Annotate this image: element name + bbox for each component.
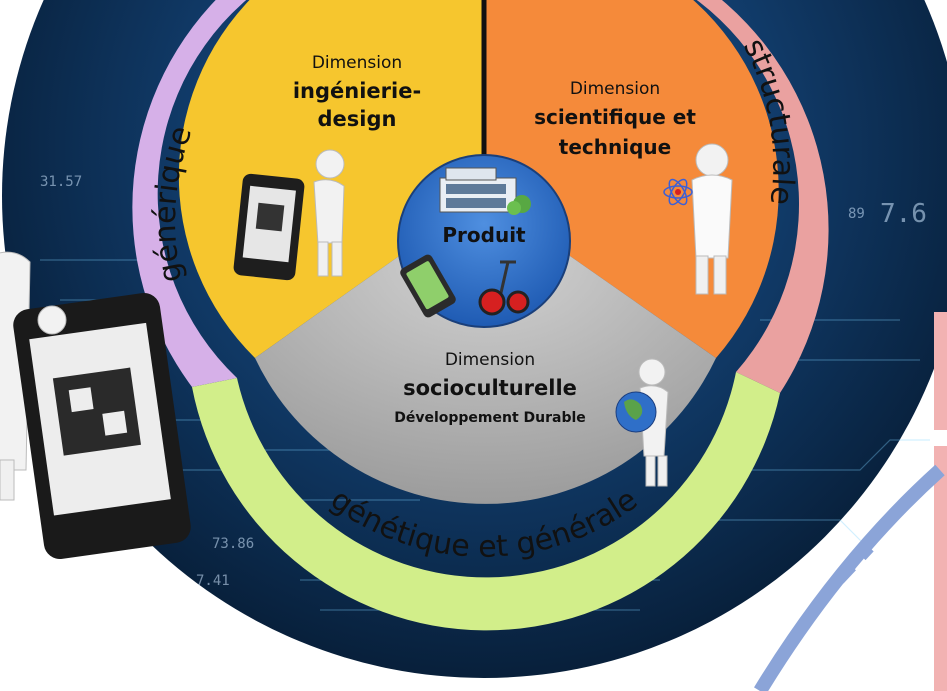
sector-gray-small: Dimension [445,350,535,370]
bg-number: 7.41 [196,573,230,589]
smartphone-icon [400,254,456,318]
bg-number: 73.86 [212,536,254,552]
sector-yellow-bold1: ingénierie- [293,79,421,103]
globe-figure-icon [615,358,669,487]
phone-qr-figure-icon [233,149,345,281]
sector-orange-small: Dimension [570,79,660,99]
right-pink-panel-top [934,312,947,430]
sector-gray-bold1: socioculturelle [403,376,577,400]
ring-segment-genetique [192,372,780,631]
product-label: Produit [442,223,526,247]
segway-icon [478,260,530,316]
scientist-atom-figure-icon [663,143,733,295]
ring-segment-structurale [696,0,829,393]
background-numbers: 31.57 89 7.6 73.86 7.41 [40,174,927,589]
bg-number: 89 [848,206,865,222]
ring-segment-generique [132,0,247,387]
sector-orange-bold2: technique [559,135,671,159]
sector-yellow-bold2: design [318,107,397,131]
bg-number: 31.57 [40,174,82,190]
sector-socioculturelle [255,196,716,504]
right-pink-panel-bottom [934,446,947,691]
building-icon [439,167,531,215]
sector-gray-bold2: Développement Durable [394,410,586,426]
bg-number: 7.6 [880,199,927,229]
sector-yellow-small: Dimension [312,53,402,73]
decorative-blue-dash [836,544,874,584]
sector-orange-bold1: scientifique et [534,105,696,129]
large-phone-figure-icon [0,251,191,560]
